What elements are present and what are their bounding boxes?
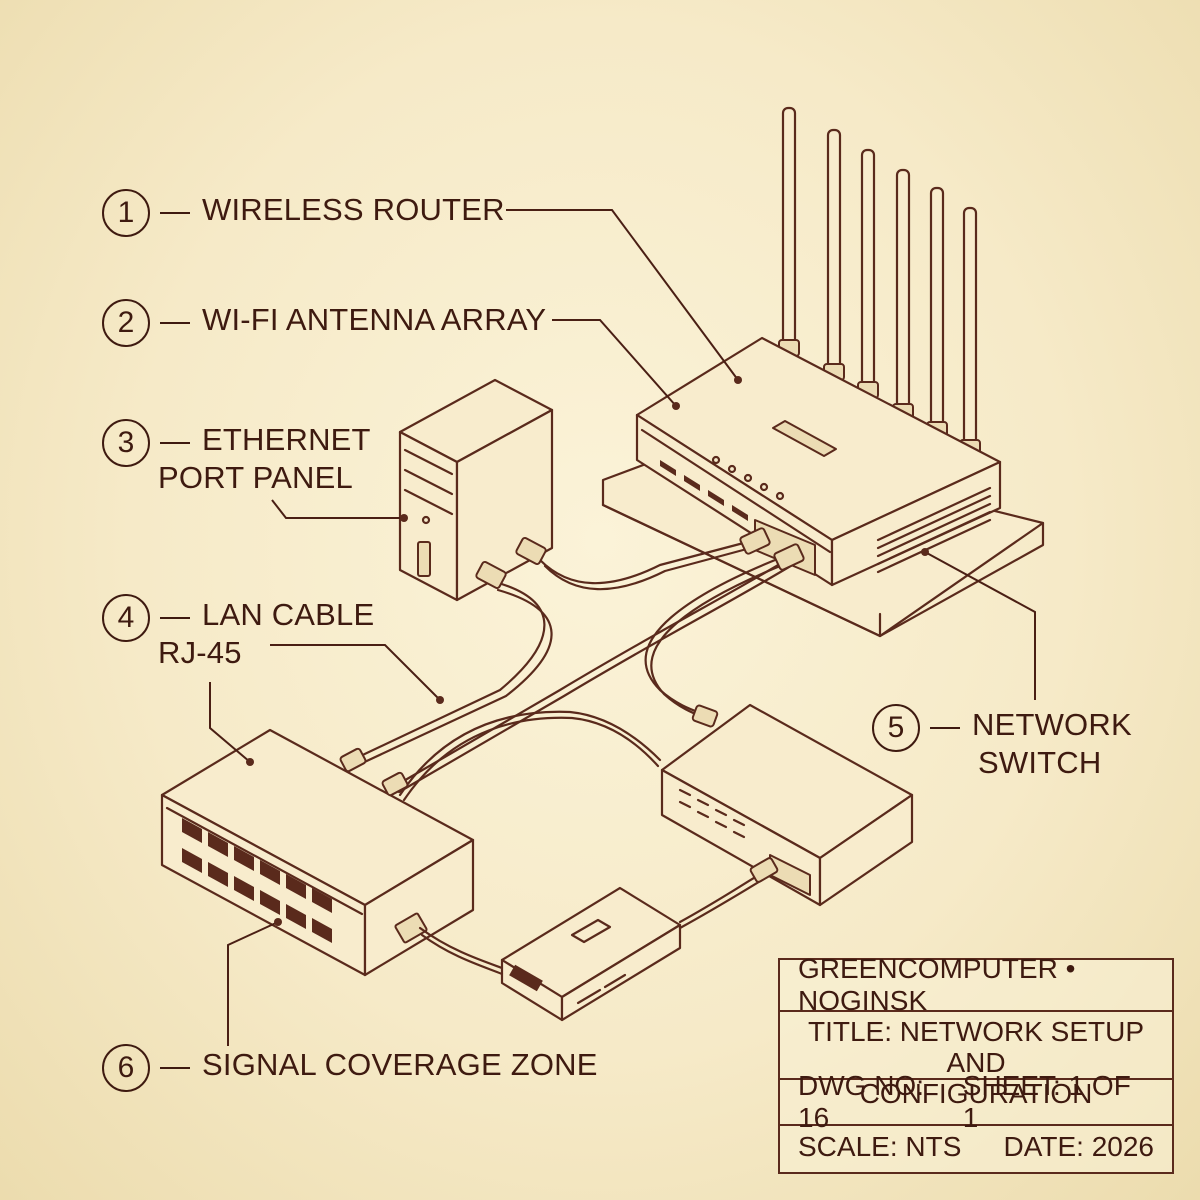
callout-2-dash [160,322,190,324]
title-block-sheet: SHEET: 1 OF 1 [962,1070,1131,1133]
pc-tower [398,378,554,602]
callout-wifi-antenna-array: WI-FI ANTENNA ARRAY [202,302,547,337]
adapter-box [500,886,682,1022]
title-block-title-line1: TITLE: NETWORK SETUP AND [807,1016,1145,1078]
title-block-drawing-no: DWG NO: 16 [798,1070,924,1133]
callout-3-number: 3 [102,419,150,467]
antenna-array [778,106,981,458]
title-block: GREENCOMPUTER • NOGINSK TITLE: NETWORK S… [778,953,1174,1174]
callout-2-number: 2 [102,299,150,347]
title-block-scale: SCALE: NTS [798,1131,962,1162]
callout-ethernet-line2: PORT PANEL [158,460,353,495]
wireless-router [635,106,1002,587]
callout-5-dash [930,727,960,729]
callout-6-number: 6 [102,1044,150,1092]
callout-1-dash [160,212,190,214]
title-block-scale-row: SCALE: NTS DATE: 2026 [780,1126,1172,1168]
title-block-title-row: TITLE: NETWORK SETUP AND CONFIGURATION [780,1012,1172,1109]
callout-signal-coverage-zone: SIGNAL COVERAGE ZONE [202,1047,598,1082]
title-block-date: DATE: 2026 [1003,1131,1154,1162]
title-block-dwg-row: DWG NO: 16 SHEET: 1 OF 1 [780,1070,1172,1133]
callout-1-number: 1 [102,189,150,237]
title-block-company-row: GREENCOMPUTER • NOGINSK [780,953,1172,1016]
callout-lan-cable-line1: LAN CABLE [202,597,375,632]
title-block-title-line2: CONFIGURATION [859,1078,1093,1109]
small-switch [660,703,914,907]
switch-port-grid [182,818,332,943]
lan-cables [339,527,805,976]
callout-4-dash [160,617,190,619]
callout-network-switch-line1: NETWORK [972,707,1132,742]
callout-5-number: 5 [872,704,920,752]
callout-network-switch-line2: SWITCH [978,745,1102,780]
callout-6-dash [160,1067,190,1069]
callout-lan-cable-line2: RJ-45 [158,635,242,670]
callout-wireless-router: WIRELESS ROUTER [202,192,505,227]
leader-lines [209,209,1036,1046]
large-switch [160,728,475,977]
callout-ethernet-line1: ETHERNET [202,422,371,457]
callout-3-dash [160,442,190,444]
router-vent [876,486,992,574]
title-block-company: GREENCOMPUTER • NOGINSK [798,953,1076,1016]
callout-4-number: 4 [102,594,150,642]
